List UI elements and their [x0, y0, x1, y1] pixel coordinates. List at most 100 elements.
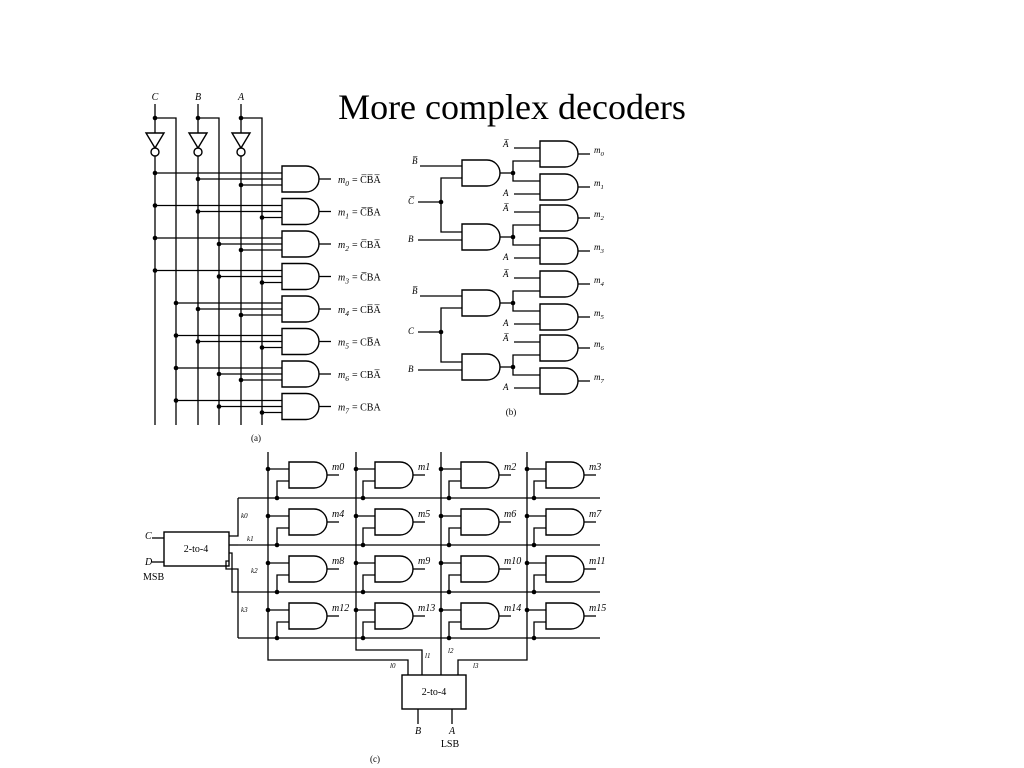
k-label-2: k2: [251, 567, 258, 575]
junction-dot: [259, 410, 265, 415]
wire: [267, 640, 409, 675]
junction-dot: [274, 495, 280, 501]
and-gate-m9: [374, 555, 414, 583]
junction-dot: [216, 274, 222, 279]
junction-dot: [531, 589, 537, 595]
junction-dot: [446, 589, 452, 595]
and-gate-m2: [281, 230, 320, 258]
junction-dot: [360, 589, 366, 595]
caption-b: (b): [506, 407, 517, 417]
decoder-label-msb: 2-to-4: [184, 544, 208, 555]
wire: [155, 117, 177, 425]
output-label-m2: m2= C̅BA̅: [338, 240, 381, 253]
junction-dot: [446, 495, 452, 501]
junction-dot: [152, 268, 158, 273]
wire: [225, 560, 239, 638]
junction-dot: [265, 513, 271, 519]
wire: [512, 160, 540, 173]
slide-title: More complex decoders: [338, 87, 686, 127]
not-gate-triangle: [187, 132, 209, 150]
and-gate-m6: [281, 360, 320, 388]
first-stage-and-gate-c-bar-top: [461, 159, 501, 187]
inverter-b: [187, 132, 209, 157]
wire: [512, 367, 540, 376]
junction-dot: [360, 635, 366, 641]
junction-dot: [353, 607, 359, 613]
junction-dot: [274, 542, 280, 548]
input-label: C̅: [408, 196, 415, 206]
input-label-a: A: [502, 188, 509, 198]
junction-dot: [438, 466, 444, 472]
output-label-m12: m12: [332, 603, 349, 614]
input-label: B: [408, 364, 414, 374]
junction-dot: [524, 607, 530, 613]
not-gate-triangle: [144, 132, 166, 150]
and-gate-m0: [281, 165, 320, 193]
second-stage-and-gate-m7: [539, 367, 579, 395]
wire: [355, 640, 423, 675]
output-label-m6: m6: [594, 339, 605, 352]
input-label-a-bar: A̅: [502, 269, 509, 279]
wire: [533, 574, 546, 592]
output-label-m4: m4: [332, 509, 344, 520]
and-gate-m10: [460, 555, 500, 583]
second-stage-and-gate-m0: [539, 140, 579, 168]
first-stage-and-gate-c-top: [461, 289, 501, 317]
output-label-m3: m3: [594, 242, 605, 255]
junction-dot: [265, 607, 271, 613]
and-gate-m4: [281, 295, 320, 323]
l-label-2: l2: [448, 647, 454, 655]
output-label-m6: m6: [504, 509, 516, 520]
junction-dot: [274, 589, 280, 595]
output-label-m9: m9: [418, 556, 430, 567]
and-gate-m12: [288, 602, 328, 630]
wire: [440, 177, 462, 202]
k-label-3: k3: [241, 606, 248, 614]
k-label-0: k0: [241, 512, 248, 520]
wire: [448, 527, 461, 545]
wire: [533, 527, 546, 545]
junction-dot: [531, 542, 537, 548]
input-label: C: [408, 326, 415, 336]
wire: [512, 173, 540, 182]
junction-dot: [195, 339, 201, 344]
junction-dot: [353, 466, 359, 472]
wire: [448, 480, 461, 498]
junction-dot: [438, 513, 444, 519]
junction-dot: [265, 560, 271, 566]
k-label-1: k1: [247, 535, 254, 543]
caption-a: (a): [251, 433, 261, 443]
output-label-m1: m1: [418, 462, 430, 473]
l-label-0: l0: [390, 662, 396, 670]
wire: [512, 224, 540, 237]
output-label-m1: m1= C̅B̅A: [338, 207, 381, 220]
output-label-m13: m13: [418, 603, 435, 614]
wire: [229, 498, 239, 537]
input-label-a: A: [502, 252, 509, 262]
and-gate-m5: [374, 508, 414, 536]
wire: [362, 574, 375, 592]
output-label-m7: m7: [589, 509, 602, 520]
wire: [448, 574, 461, 592]
and-gate-m3: [545, 461, 585, 489]
output-label-m14: m14: [504, 603, 521, 614]
and-gate-m5: [281, 327, 320, 356]
junction-dot: [274, 635, 280, 641]
output-label-m8: m8: [332, 556, 344, 567]
second-stage-and-gate-m3: [539, 237, 579, 265]
output-label-m7: m7= CBA: [338, 403, 381, 416]
lsb-label: LSB: [441, 739, 460, 750]
input-label-b: B: [415, 726, 421, 737]
wire: [533, 621, 546, 638]
output-label-m2: m2: [594, 209, 605, 222]
and-gate-m0: [288, 461, 328, 489]
junction-dot: [152, 235, 158, 241]
decoder-label-lsb: 2-to-4: [422, 687, 446, 698]
msb-label: MSB: [143, 572, 164, 583]
junction-dot: [259, 280, 265, 285]
output-label-m0: m0: [594, 145, 605, 158]
wire: [457, 640, 528, 675]
output-label-m5: m5= CB̅A: [338, 337, 381, 350]
junction-dot: [173, 300, 179, 306]
